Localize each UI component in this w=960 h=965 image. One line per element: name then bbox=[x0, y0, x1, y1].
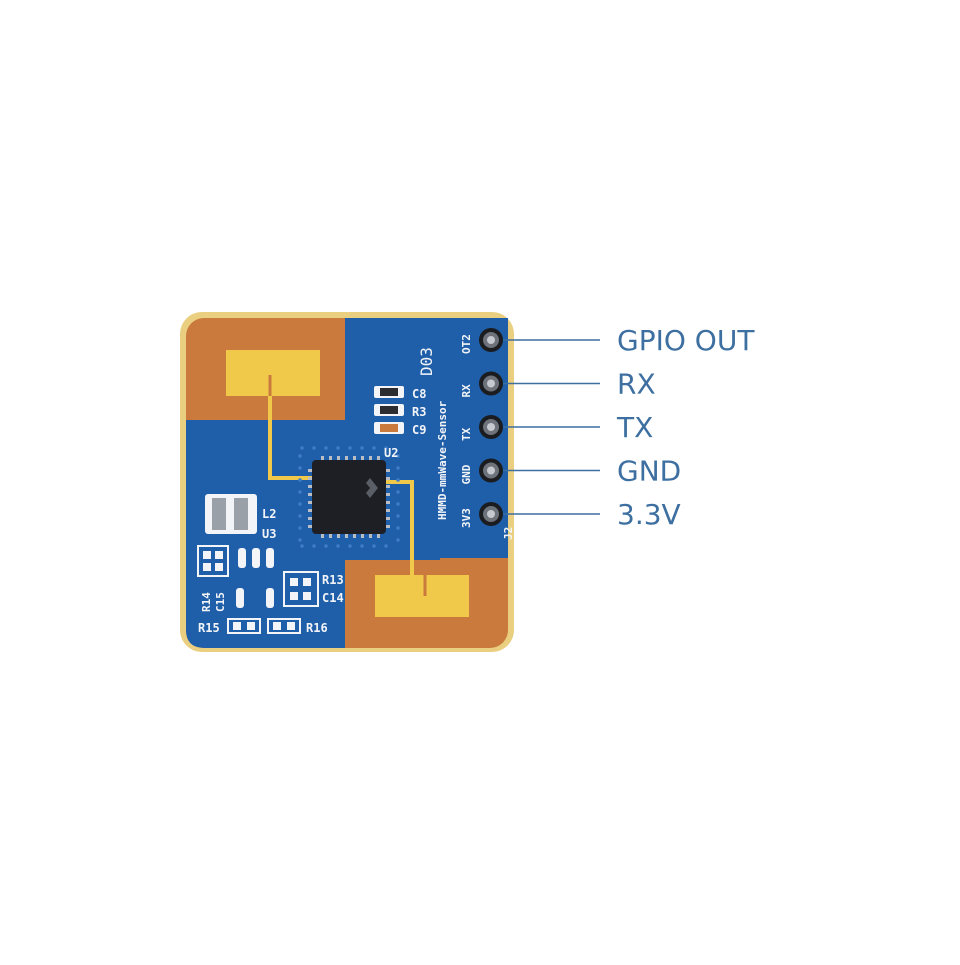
pin-callout-label: GPIO OUT bbox=[617, 324, 755, 357]
silk-r14: R14 bbox=[200, 592, 213, 612]
pin-callout-label: GND bbox=[617, 455, 681, 488]
silk-c8: C8 bbox=[412, 387, 426, 401]
silk-r13: R13 bbox=[322, 573, 344, 587]
silk-c9: C9 bbox=[412, 423, 426, 437]
antenna-feed-trace-bottom bbox=[382, 480, 414, 575]
inductor-l2 bbox=[205, 494, 257, 534]
header-pin-icon bbox=[479, 502, 503, 526]
smd-resistor-r3 bbox=[374, 404, 404, 416]
pin-callout-label: TX bbox=[616, 411, 653, 444]
board-revision: D03 bbox=[417, 347, 436, 376]
smd-resistor-r16 bbox=[267, 618, 301, 634]
radar-ic-icon bbox=[308, 456, 390, 538]
smd-pads-r13-c14 bbox=[283, 571, 319, 607]
smd-capacitor-c8 bbox=[374, 386, 404, 398]
smd-resistor-r15 bbox=[227, 618, 261, 634]
connector-ref: J2 bbox=[502, 527, 515, 540]
header-pin-icon bbox=[479, 458, 503, 483]
pin-callout-label: RX bbox=[617, 368, 656, 401]
pin-silk-label: GND bbox=[460, 464, 473, 484]
pin-silk-label: 3V3 bbox=[460, 508, 473, 528]
pin-silk-label: OT2 bbox=[460, 334, 473, 354]
patch-antenna-icon bbox=[375, 575, 469, 617]
silk-c14: C14 bbox=[322, 591, 344, 605]
header-pin-icon bbox=[479, 371, 503, 396]
silk-r16: R16 bbox=[306, 621, 328, 635]
silk-u3: U3 bbox=[262, 527, 276, 541]
silk-c15: C15 bbox=[214, 592, 227, 612]
pin-silk-label: TX bbox=[460, 427, 473, 441]
board-name: HMMD-mmWave-Sensor bbox=[436, 400, 449, 520]
via-array bbox=[298, 446, 400, 548]
smd-pads-left bbox=[197, 545, 229, 577]
header-pin-icon bbox=[479, 415, 503, 439]
silk-u2: U2 bbox=[384, 446, 398, 460]
pin-header: OT2 GPIO OUT RX RX TX TX GND GND 3V3 3.3V bbox=[460, 324, 755, 531]
antenna-feed-trace-top bbox=[268, 396, 318, 480]
header-pin-icon bbox=[479, 328, 503, 352]
silk-r15: R15 bbox=[198, 621, 220, 635]
smd-capacitor-c9 bbox=[374, 422, 404, 434]
regulator-u3 bbox=[236, 548, 274, 608]
pin-silk-label: RX bbox=[460, 384, 473, 398]
pin-callout-label: 3.3V bbox=[617, 498, 681, 531]
silk-r3: R3 bbox=[412, 405, 426, 419]
silk-l2: L2 bbox=[262, 507, 276, 521]
patch-antenna-icon bbox=[226, 350, 320, 396]
